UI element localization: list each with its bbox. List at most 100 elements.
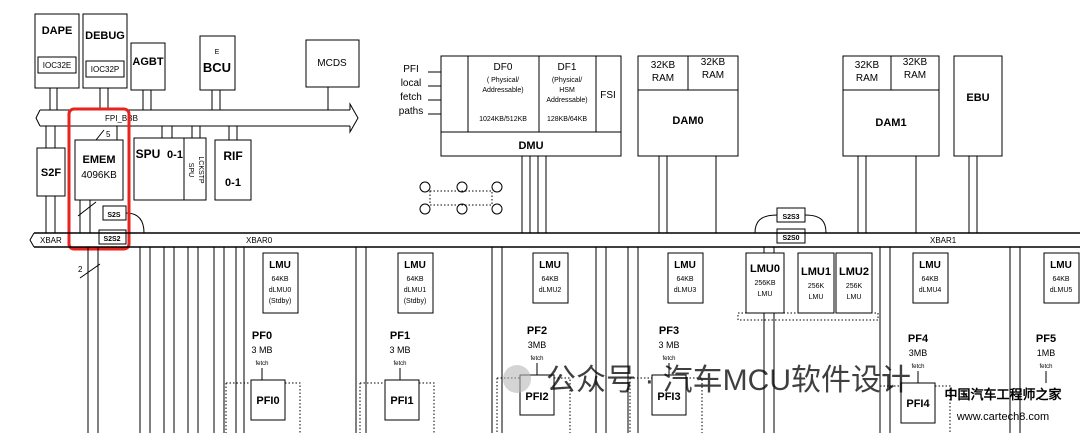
svg-text:FSI: FSI bbox=[600, 90, 616, 101]
svg-text:64KB: 64KB bbox=[1052, 276, 1069, 283]
dam0-block: 32KB RAM 32KB RAM DAM0 bbox=[637, 55, 739, 157]
svg-text:PF0: PF0 bbox=[252, 330, 272, 342]
svg-text:PFI1: PFI1 bbox=[390, 395, 413, 407]
svg-text:256KB: 256KB bbox=[754, 280, 775, 287]
pfi3-block: PFI3 bbox=[651, 363, 687, 416]
bcu-block: E BCU bbox=[199, 35, 236, 91]
svg-text:256K: 256K bbox=[846, 283, 863, 290]
rif-block: RIF 0-1 bbox=[214, 139, 252, 201]
emem-highlight bbox=[67, 107, 131, 251]
svg-text:S2F: S2F bbox=[41, 167, 61, 179]
svg-text:1024KB/512KB: 1024KB/512KB bbox=[479, 116, 527, 123]
svg-text:DAM1: DAM1 bbox=[875, 117, 906, 129]
fpi-bus: FPI_BBB 5 bbox=[35, 102, 359, 141]
pfi0-block: PFI0 bbox=[250, 368, 286, 421]
svg-text:fetch: fetch bbox=[1039, 364, 1052, 370]
s2s0-block: S2S0 bbox=[776, 228, 806, 244]
svg-text:LMU: LMU bbox=[539, 260, 561, 271]
svg-text:PF5: PF5 bbox=[1036, 333, 1056, 345]
svg-text:S2S0: S2S0 bbox=[782, 235, 799, 242]
svg-text:dLMU0: dLMU0 bbox=[269, 287, 292, 294]
svg-text:fetch: fetch bbox=[662, 356, 675, 362]
agbt-block: AGBT bbox=[130, 42, 166, 91]
svg-text:PFI: PFI bbox=[403, 64, 419, 75]
svg-text:64KB: 64KB bbox=[541, 276, 558, 283]
lmu2-block: LMU2 256K LMU bbox=[835, 252, 873, 314]
svg-text:128KB/64KB: 128KB/64KB bbox=[547, 116, 587, 123]
svg-text:(Stdby): (Stdby) bbox=[269, 298, 292, 305]
svg-text:64KB: 64KB bbox=[271, 276, 288, 283]
svg-text:(Stdby): (Stdby) bbox=[404, 298, 427, 305]
svg-text:5: 5 bbox=[106, 130, 111, 139]
svg-text:PF1: PF1 bbox=[390, 330, 410, 342]
svg-text:FPI_BBB: FPI_BBB bbox=[105, 114, 138, 123]
lmu-dlmu1: LMU 64KB dLMU1 (Stdby) bbox=[397, 252, 434, 314]
lmu-dlmu2: LMU 64KB dLMU2 bbox=[532, 252, 569, 304]
svg-text:DAPE: DAPE bbox=[42, 25, 73, 37]
svg-text:中国汽车工程师之家: 中国汽车工程师之家 bbox=[944, 387, 1062, 402]
svg-text:LMU: LMU bbox=[847, 294, 862, 301]
svg-text:RAM: RAM bbox=[702, 70, 724, 81]
pf2-label: PF2 3MB fetch bbox=[527, 325, 547, 362]
svg-text:dLMU2: dLMU2 bbox=[539, 287, 562, 294]
svg-text:AGBT: AGBT bbox=[132, 56, 163, 68]
svg-text:EBU: EBU bbox=[966, 92, 989, 104]
svg-text:local: local bbox=[401, 78, 422, 89]
svg-text:S2S2: S2S2 bbox=[103, 236, 120, 243]
watermark: 公众号 · 汽车MCU软件设计 中国汽车工程师之家 www.cartech8.c… bbox=[503, 364, 1062, 423]
svg-text:3 MB: 3 MB bbox=[251, 345, 272, 355]
svg-text:64KB: 64KB bbox=[921, 276, 938, 283]
svg-text:32KB: 32KB bbox=[855, 60, 880, 71]
svg-text:Addressable): Addressable) bbox=[482, 87, 523, 94]
spu-block: SPU 0-1 SPU LCKSTP bbox=[133, 137, 207, 201]
pf4-label: PF4 3MB fetch bbox=[908, 333, 929, 370]
svg-text:SPU: SPU bbox=[136, 147, 161, 161]
mcds-block: MCDS bbox=[305, 39, 360, 88]
lmu1-block: LMU1 256K LMU bbox=[797, 252, 835, 314]
svg-text:LMU: LMU bbox=[919, 260, 941, 271]
pf0-label: PF0 3 MB fetch bbox=[251, 330, 272, 367]
lmu-dlmu5: LMU 64KB dLMU5 bbox=[1043, 252, 1080, 304]
svg-text:S2S3: S2S3 bbox=[782, 214, 799, 221]
svg-text:PFI3: PFI3 bbox=[657, 391, 680, 403]
svg-text:LMU: LMU bbox=[404, 260, 426, 271]
debug-block: DEBUG IOC32P bbox=[82, 13, 128, 89]
svg-text:S2S: S2S bbox=[107, 212, 121, 219]
lmu0-block: LMU0 256KB LMU bbox=[745, 252, 785, 314]
svg-text:PF2: PF2 bbox=[527, 325, 547, 337]
svg-text:LMU: LMU bbox=[674, 260, 696, 271]
dam1-block: 32KB RAM 32KB RAM DAM1 bbox=[842, 55, 940, 157]
svg-text:MCDS: MCDS bbox=[317, 58, 347, 69]
svg-text:3 MB: 3 MB bbox=[389, 345, 410, 355]
svg-text:DMU: DMU bbox=[518, 140, 543, 152]
svg-text:3MB: 3MB bbox=[528, 340, 547, 350]
svg-text:fetch: fetch bbox=[393, 361, 406, 367]
svg-text:LMU2: LMU2 bbox=[839, 266, 869, 278]
lmu-dlmu0: LMU 64KB dLMU0 (Stdby) bbox=[262, 252, 299, 314]
svg-text:RAM: RAM bbox=[856, 73, 878, 84]
pf5-label: PF5 1MB fetch bbox=[1036, 333, 1056, 370]
svg-text:LMU: LMU bbox=[269, 260, 291, 271]
svg-text:fetch: fetch bbox=[255, 361, 268, 367]
svg-text:PF4: PF4 bbox=[908, 333, 929, 345]
dmu-block: DMU DF0 ( Physical/ Addressable) 1024KB/… bbox=[440, 55, 622, 157]
svg-text:DF0: DF0 bbox=[494, 62, 513, 73]
svg-text:32KB: 32KB bbox=[651, 60, 676, 71]
lmu-dlmu3: LMU 64KB dLMU3 bbox=[667, 252, 704, 304]
svg-text:BCU: BCU bbox=[203, 60, 231, 75]
svg-text:EMEM: EMEM bbox=[83, 154, 116, 166]
svg-text:PFI0: PFI0 bbox=[256, 395, 279, 407]
svg-text:IOC32P: IOC32P bbox=[91, 65, 119, 74]
svg-text:PFI2: PFI2 bbox=[525, 391, 548, 403]
svg-text:LMU0: LMU0 bbox=[750, 263, 780, 275]
svg-text:0-1: 0-1 bbox=[225, 177, 241, 189]
svg-text:SPU: SPU bbox=[187, 163, 194, 177]
svg-text:64KB: 64KB bbox=[676, 276, 693, 283]
pfi4-block: PFI4 bbox=[900, 371, 936, 424]
svg-text:LMU: LMU bbox=[1050, 260, 1072, 271]
svg-text:fetch: fetch bbox=[400, 92, 422, 103]
pfi-local-label: PFI local fetch paths bbox=[399, 64, 441, 117]
svg-text:DAM0: DAM0 bbox=[672, 115, 703, 127]
dotted-circles bbox=[419, 181, 503, 215]
